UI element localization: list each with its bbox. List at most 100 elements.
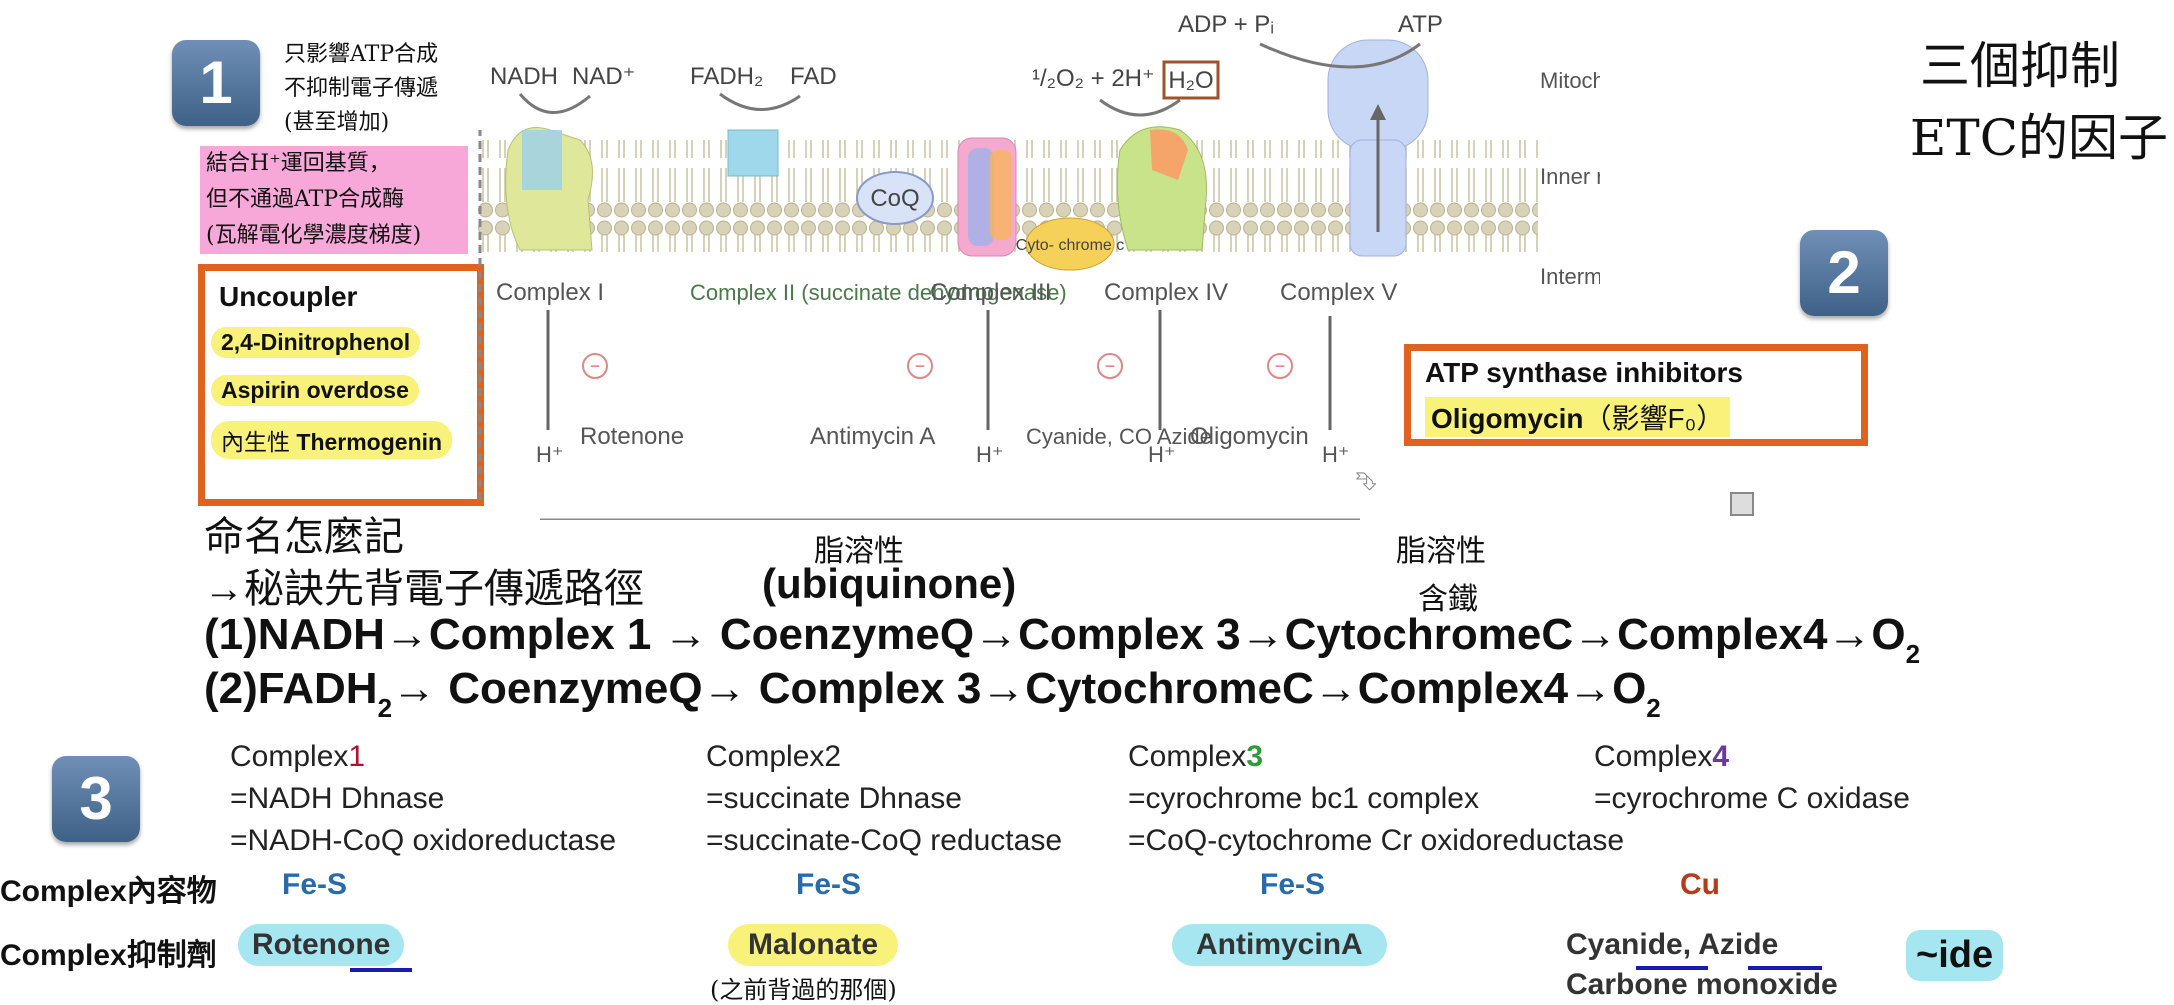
atp-box-item: Oligomycin [1431,403,1584,434]
title-line-2: ETC的因子 [1909,109,2168,167]
badge-1: 1 [172,40,260,126]
coq-oval [856,171,934,225]
inhibitor-cyanide-azide: Cyanide, Azide [1566,928,1779,961]
complex-col-2-title: Complex2 [706,740,842,773]
inhibitor-antimycin: Antimycin A [810,423,935,450]
pink-note: 結合H⁺運回基質， 但不通過ATP合成酶 (瓦解電化學濃度梯度) [200,146,468,254]
content-fes-2: Fe-S [796,868,862,901]
complex-iv-orange [1150,129,1188,180]
complex-iii-label: Complex III [930,279,1051,306]
uncoupler-box: Uncoupler 2,4-Dinitrophenol Aspirin over… [198,264,484,506]
complex-ii-shape [727,129,779,177]
uncoupler-item-thermogenin: 內生性 Thermogenin [211,421,453,459]
path-fadh2-sub-2: 2 [1646,693,1661,723]
uncoupler-item-dnp: 2,4-Dinitrophenol [211,327,421,358]
uncoupler-item-aspirin: Aspirin overdose [211,375,419,406]
atp-label: ATP [1398,11,1443,38]
inhibitor-cyanide: Cyanide, CO Azide [1026,424,1212,449]
ubiquinone-note: (ubiquinone) [762,560,1017,607]
complex-col-2-line2: =succinate-CoQ reductase [706,824,1063,857]
complex-col-3: Complex3 =cyrochrome bc1 complex =CoQ-cy… [1128,736,1624,862]
complex-col-1-line2: =NADH-CoQ oxidoreductase [230,824,617,857]
malonate-note: (之前背過的那個) [710,976,897,1004]
complex-i-blue [522,130,562,190]
inhibitor-carbon-monoxide: Carbone monoxide [1566,968,1838,1001]
pink-note-line: 結合H⁺運回基質， [206,151,391,176]
badge-3: 3 [52,756,140,842]
fat-soluble-note-1: 脂溶性 [814,535,904,568]
complex-name: Complex [1594,740,1713,773]
nadh-arrow [518,93,591,114]
complex-iii-inner [968,148,994,246]
note-line: (甚至增加) [284,110,390,135]
region-inner: Inner mitochondrial membrane [1540,164,1600,189]
atp-box-item-row: Oligomycin（影響F₀） [1425,397,1731,437]
inhibitor-oligomycin: Oligomycin [1190,423,1309,450]
cytochrome-c-oval [1025,217,1115,271]
row-label-contents: Complex內容物 [0,875,217,908]
atp-synthase-box: ATP synthase inhibitors Oligomycin（影響F₀） [1404,344,1868,446]
inhibitor-marker-antimycin [907,353,933,379]
ide-suffix-pill: ~ide [1906,930,2004,981]
inhibitor-minus-cyanide: − [1105,356,1116,376]
proton-label-v: H⁺ [1322,442,1350,467]
mouse-cursor-icon: ⮷ [1356,466,1377,496]
complex-col-4: Complex4 =cyrochrome C oxidase [1594,736,1910,820]
content-fes-3: Fe-S [1260,868,1326,901]
naming-subtitle: →秘訣先背電子傳遞路徑 [204,567,644,611]
complex-name: Complex [230,740,349,773]
fadh2-arrow [719,92,801,111]
slide-title: 三個抑制 ETC的因子 [1868,30,2168,174]
inhibitor-marker-rotenone [582,353,608,379]
inhibitor-minus-oligomycin: − [1275,356,1286,376]
inhibitor-malonate-pill: Malonate [728,924,899,966]
path-fadh2-text-2: → CoenzymeQ→ Complex 3→CytochromeC→Compl… [392,664,1647,713]
uncoupler-title: Uncoupler [219,281,358,312]
badge-2: 2 [1800,230,1888,316]
inhibitor-marker-cyanide [1097,353,1123,379]
coq-label: CoQ [870,185,919,212]
inhibitor-minus-rotenone: − [590,356,601,376]
oxygen-arrow [1099,98,1181,117]
pink-note-line: (瓦解電化學濃度梯度) [206,223,422,248]
complex-v-arrowhead [1370,104,1386,120]
complex-col-1-title: Complex1 [230,736,616,778]
nadh-label: NADH [490,63,558,90]
pink-note-line: 但不通過ATP合成酶 [206,187,405,212]
fat-soluble-note-2: 脂溶性 [1396,535,1486,568]
complex-iii-inner2 [990,150,1012,240]
rotenone-underline [350,968,412,972]
region-ims: Intermembrane space [1540,264,1600,289]
atp-box-title: ATP synthase inhibitors [1425,357,1743,388]
path-nadh: (1)NADH→Complex 1 → CoenzymeQ→Complex 3→… [204,610,1920,669]
note-line: 不抑制電子傳遞 [284,76,439,101]
complex-num: 3 [1246,740,1264,773]
oxygen-label: ¹/₂O₂ + 2H⁺ [1032,65,1155,92]
cytochrome-c-label: Cyto- chrome c [1016,237,1124,254]
complex-v-label: Complex V [1280,279,1397,306]
complex-iv-label: Complex IV [1104,279,1228,306]
region-matrix: Mitochondrial matrix [1540,68,1600,93]
uncoupler-item-prefix: 內生性 [221,429,290,455]
cyanide-underline [1636,966,1708,970]
adp-label: ADP + Pᵢ [1178,11,1274,38]
atp-arrow [1259,42,1421,69]
fadh2-label: FADH₂ [690,63,763,90]
complex-col-1: Complex1 =NADH Dhnase =NADH-CoQ oxidored… [230,736,616,862]
inhibitor-minus-antimycin: − [915,356,926,376]
complex-col-2: Complex2 =succinate Dhnase =succinate-Co… [706,736,1062,862]
note-line: 只影響ATP合成 [284,42,439,67]
complex-col-1-line1: =NADH Dhnase [230,782,445,815]
inhibitor-marker-oligomycin [1267,353,1293,379]
content-fes-1: Fe-S [282,868,348,901]
proton-label-iii: H⁺ [976,442,1004,467]
note-atp-only: 只影響ATP合成 不抑制電子傳遞 (甚至增加) [284,38,438,140]
atp-box-note: （影響F₀） [1583,403,1725,434]
row-label-inhibitors: Complex抑制劑 [0,939,217,972]
complex-i-label: Complex I [496,279,604,306]
inhibitor-rotenone: Rotenone [580,423,684,450]
inhibitor-rotenone-pill: Rotenone [238,924,405,966]
inhibitor-antimycin-pill: AntimycinA [1172,924,1387,966]
content-cu: Cu [1680,868,1720,901]
nad-label: NAD⁺ [572,63,635,90]
